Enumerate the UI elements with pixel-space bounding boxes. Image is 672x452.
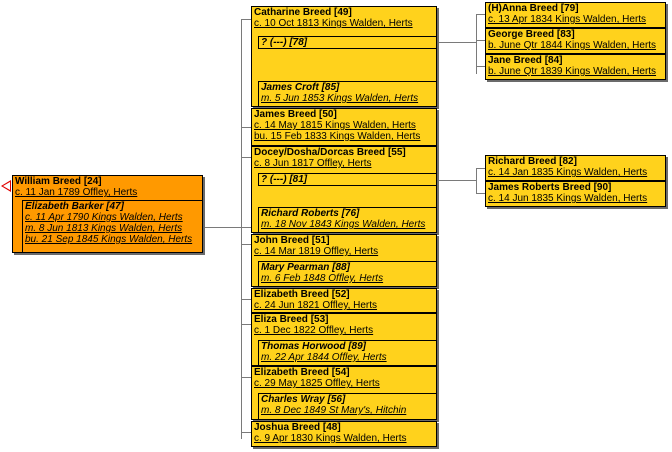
child-name: John Breed [51] xyxy=(254,235,330,246)
grandchild-date: c. 13 Apr 1834 Kings Walden, Herts xyxy=(488,14,647,25)
child-name: Elizabeth Breed [54] xyxy=(254,367,350,378)
child-date: c. 14 Mar 1819 Offley, Herts xyxy=(254,246,379,257)
child-marriage-date: m. 22 Apr 1844 Offley, Herts xyxy=(261,352,387,363)
child-date: c. 8 Jun 1817 Offley, Herts xyxy=(254,158,372,169)
grandchild-date: b. June Qtr 1844 Kings Walden, Herts xyxy=(488,40,657,51)
grandchild-box-richard[interactable]: Richard Breed [82] c. 14 Jan 1835 Kings … xyxy=(485,155,666,181)
child-spouse-name: ? (---) [81] xyxy=(261,174,308,185)
child-name: Docey/Dosha/Dorcas Breed [55] xyxy=(254,147,406,158)
child-spouse-box[interactable]: Mary Pearman [88] m. 6 Feb 1848 Offley, … xyxy=(258,261,436,286)
grandchild-name: Richard Breed [82] xyxy=(488,156,577,167)
child-name: Elizabeth Breed [52] xyxy=(254,289,350,300)
child-date: c. 10 Oct 1813 Kings Walden, Herts xyxy=(254,18,413,29)
grandchild-name: George Breed [83] xyxy=(488,29,575,40)
root-spouse-date: c. 11 Apr 1790 Kings Walden, Herts xyxy=(25,212,183,223)
child-box-elizabeth-54[interactable]: Elizabeth Breed [54] c. 29 May 1825 Offl… xyxy=(251,366,437,420)
root-spouse-box[interactable]: Elizabeth Barker [47] c. 11 Apr 1790 Kin… xyxy=(22,200,202,252)
grandchild-date: c. 14 Jan 1835 Kings Walden, Herts xyxy=(488,167,648,178)
navigate-left-arrow-icon[interactable] xyxy=(1,180,11,192)
child-spouse-name: Thomas Horwood [89] xyxy=(261,341,367,352)
child-spouse-name: Mary Pearman [88] xyxy=(261,262,350,273)
child-spouse-name: ? (---) [78] xyxy=(261,37,308,48)
child-box-eliza[interactable]: Eliza Breed [53] c. 1 Dec 1822 Offley, H… xyxy=(251,313,437,366)
child-date: c. 29 May 1825 Offley, Herts xyxy=(254,378,380,389)
child-marriage-date: m. 8 Dec 1849 St Mary's, Hitchin xyxy=(261,405,407,416)
child-spouse-box[interactable]: Richard Roberts [76] m. 18 Nov 1843 King… xyxy=(258,207,436,232)
child-name: Eliza Breed [53] xyxy=(254,314,329,325)
grandchild-name: Jane Breed [84] xyxy=(488,55,563,66)
child-name: James Breed [50] xyxy=(254,109,337,120)
grandchild-box-jane[interactable]: Jane Breed [84] b. June Qtr 1839 Kings W… xyxy=(485,54,666,80)
child-spouse-box[interactable]: ? (---) [81] xyxy=(258,173,436,186)
root-marriage-date: m. 8 Jun 1813 Kings Walden, Herts xyxy=(25,223,183,234)
child-date: c. 1 Dec 1822 Offley, Herts xyxy=(254,325,374,336)
grandchild-name: (H)Anna Breed [79] xyxy=(488,3,579,14)
child-date: c. 9 Apr 1830 Kings Walden, Herts xyxy=(254,433,407,444)
child-box-joshua[interactable]: Joshua Breed [48] c. 9 Apr 1830 Kings Wa… xyxy=(251,421,437,447)
root-person-name: William Breed [24] xyxy=(15,176,102,187)
child-marriage-date: m. 5 Jun 1853 Kings Walden, Herts xyxy=(261,93,419,104)
child-spouse-box[interactable]: ? (---) [78] xyxy=(258,36,436,49)
root-spouse-name: Elizabeth Barker [47] xyxy=(25,201,124,212)
child-name: Joshua Breed [48] xyxy=(254,422,341,433)
root-spouse-burial: bu. 21 Sep 1845 Kings Walden, Herts xyxy=(25,234,193,245)
grandchild-box-george[interactable]: George Breed [83] b. June Qtr 1844 Kings… xyxy=(485,28,666,54)
child-burial-date: bu. 15 Feb 1833 Kings Walden, Herts xyxy=(254,131,421,142)
root-person-date: c. 11 Jan 1789 Offley, Herts xyxy=(15,187,138,198)
child-date: c. 24 Jun 1821 Offley, Herts xyxy=(254,300,378,311)
grandchild-box-anna[interactable]: (H)Anna Breed [79] c. 13 Apr 1834 Kings … xyxy=(485,2,666,28)
child-marriage-date: m. 6 Feb 1848 Offley, Herts xyxy=(261,273,384,284)
grandchild-box-james-roberts[interactable]: James Roberts Breed [90] c. 14 Jun 1835 … xyxy=(485,181,666,207)
child-box-james[interactable]: James Breed [50] c. 14 May 1815 Kings Wa… xyxy=(251,108,437,146)
child-spouse-box[interactable]: James Croft [85] m. 5 Jun 1853 Kings Wal… xyxy=(258,81,436,106)
child-spouse-box[interactable]: Charles Wray [56] m. 8 Dec 1849 St Mary'… xyxy=(258,393,436,419)
child-spouse-name: Charles Wray [56] xyxy=(261,394,346,405)
root-person-box[interactable]: William Breed [24] c. 11 Jan 1789 Offley… xyxy=(12,175,203,253)
child-spouse-name: Richard Roberts [76] xyxy=(261,208,360,219)
child-marriage-date: m. 18 Nov 1843 Kings Walden, Herts xyxy=(261,219,426,230)
grandchild-date: b. June Qtr 1839 Kings Walden, Herts xyxy=(488,66,657,77)
child-box-elizabeth-52[interactable]: Elizabeth Breed [52] c. 24 Jun 1821 Offl… xyxy=(251,288,437,313)
grandchild-name: James Roberts Breed [90] xyxy=(488,182,612,193)
child-spouse-name: James Croft [85] xyxy=(261,82,340,93)
child-box-docey[interactable]: Docey/Dosha/Dorcas Breed [55] c. 8 Jun 1… xyxy=(251,146,437,233)
child-date: c. 14 May 1815 Kings Walden, Herts xyxy=(254,120,416,131)
child-spouse-box[interactable]: Thomas Horwood [89] m. 22 Apr 1844 Offle… xyxy=(258,340,436,365)
child-name: Catharine Breed [49] xyxy=(254,7,352,18)
child-box-catharine[interactable]: Catharine Breed [49] c. 10 Oct 1813 King… xyxy=(251,6,437,107)
child-box-john[interactable]: John Breed [51] c. 14 Mar 1819 Offley, H… xyxy=(251,234,437,287)
grandchild-date: c. 14 Jun 1835 Kings Walden, Herts xyxy=(488,193,648,204)
